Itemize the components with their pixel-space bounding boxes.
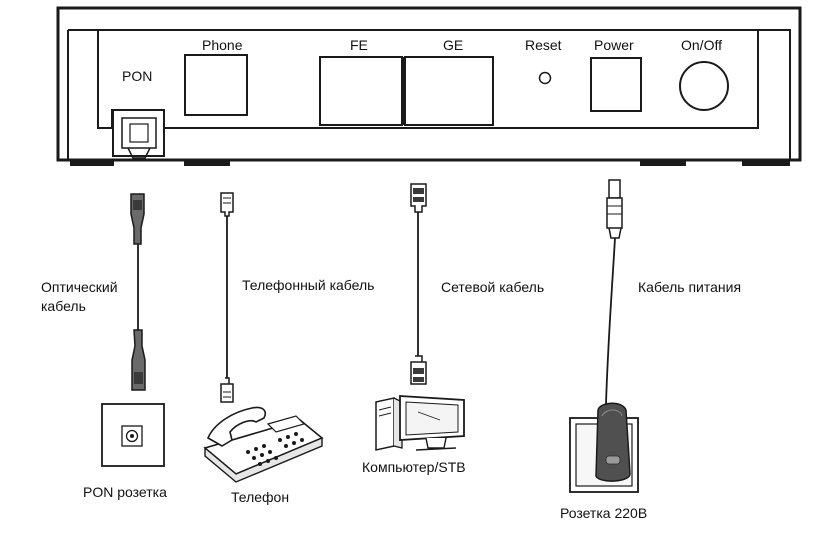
phone-plug-bottom bbox=[220, 377, 234, 403]
fe-port-label: FE bbox=[350, 37, 368, 53]
power-port-label: Power bbox=[594, 37, 634, 53]
power-plug-tip bbox=[608, 179, 621, 199]
computer-caption: Компьютер/STB bbox=[362, 459, 466, 475]
router-back-panel bbox=[56, 6, 802, 166]
phone-cable bbox=[220, 192, 234, 403]
power-port bbox=[590, 57, 642, 112]
telephone-handset bbox=[206, 406, 267, 447]
telephone-caption: Телефон bbox=[231, 489, 290, 505]
phone-port-label: Phone bbox=[202, 37, 243, 53]
pon-port bbox=[112, 109, 165, 159]
outlet-plug bbox=[595, 402, 631, 482]
power-cable-caption: Кабель питания bbox=[638, 279, 742, 295]
pon-port-label: PON bbox=[122, 68, 153, 84]
ge-port-label: GE bbox=[443, 37, 464, 53]
panel-foot-mid-right bbox=[640, 160, 686, 166]
phone-plug-top bbox=[220, 192, 234, 217]
computer-icon bbox=[375, 395, 465, 451]
onoff-button bbox=[679, 61, 729, 111]
power-cable bbox=[605, 179, 623, 405]
telephone-icon bbox=[203, 406, 324, 483]
pon-socket-icon bbox=[101, 403, 165, 467]
optical-cable-caption-line2: кабель bbox=[41, 298, 86, 314]
optical-cable-caption-line1: Оптический bbox=[41, 279, 118, 295]
network-cable bbox=[410, 183, 427, 385]
network-cable-caption: Сетевой кабель bbox=[441, 279, 545, 295]
phone-port bbox=[184, 54, 248, 116]
reset-label: Reset bbox=[525, 37, 562, 53]
optical-cable bbox=[130, 193, 146, 391]
outlet-icon bbox=[569, 402, 639, 493]
panel-foot-mid-left bbox=[184, 160, 230, 166]
phone-cable-caption: Телефонный кабель bbox=[242, 277, 375, 293]
pon-socket-caption: PON розетка bbox=[83, 484, 167, 500]
panel-right-wall bbox=[758, 29, 791, 160]
panel-outer-edge bbox=[56, 6, 802, 162]
reset-hole bbox=[538, 71, 552, 85]
panel-foot-left bbox=[70, 160, 114, 166]
outlet-caption: Розетка 220В bbox=[560, 505, 648, 521]
onoff-label: On/Off bbox=[681, 37, 722, 53]
panel-foot-right bbox=[742, 160, 790, 166]
